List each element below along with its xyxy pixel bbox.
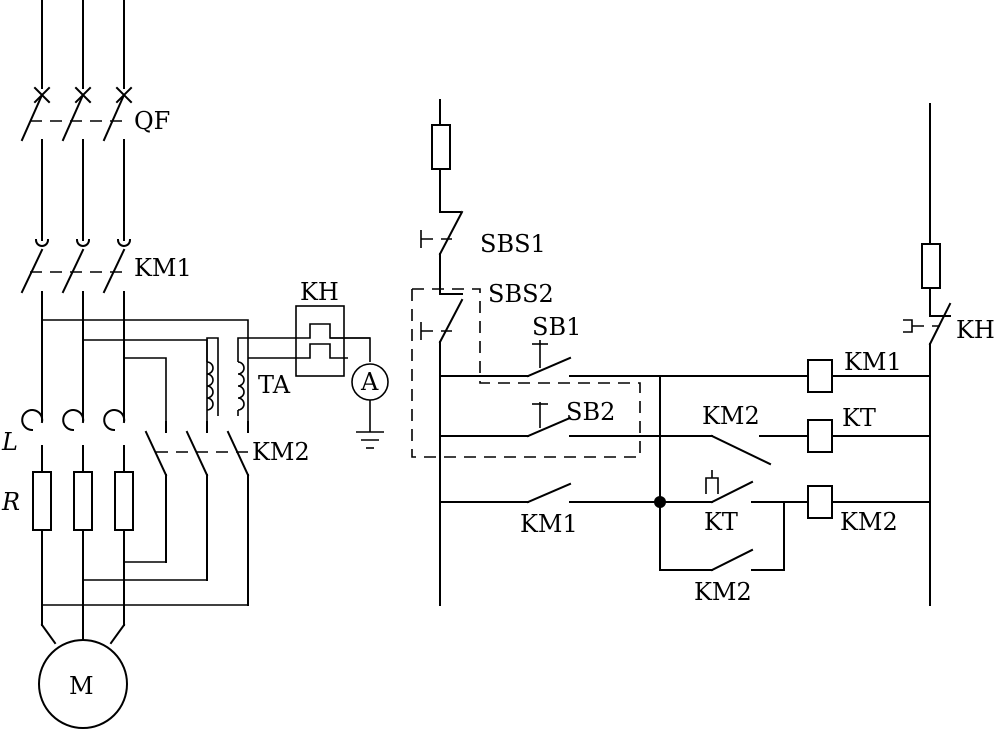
coil-km2-label: KM2 <box>840 508 898 536</box>
right-rail <box>903 103 952 606</box>
km2-main-label: KM2 <box>252 438 310 466</box>
supply-lines <box>41 0 125 89</box>
rung-3 <box>439 375 931 572</box>
start-button-sbs2 <box>411 288 641 458</box>
qf-label: QF <box>134 107 170 135</box>
coil-kt-label: KT <box>842 404 876 432</box>
km1-hold-label: KM1 <box>520 510 578 538</box>
breaker-qf <box>20 86 133 241</box>
km2-hold-label: KM2 <box>694 578 752 606</box>
current-transformer-ta <box>206 337 248 416</box>
inductor-label: L <box>1 428 18 456</box>
resistors-r <box>32 471 134 626</box>
inductors-l <box>21 409 126 473</box>
junction-dot <box>654 496 666 508</box>
ammeter <box>330 337 389 449</box>
km2-nc-label: KM2 <box>702 402 760 430</box>
ammeter-label: A <box>360 368 379 396</box>
bypass-wiring <box>42 319 249 606</box>
km2-bypass-contacts <box>144 421 252 606</box>
sb1-label: SB1 <box>532 313 581 341</box>
kh-relay-label: KH <box>300 278 339 306</box>
thermal-relay-kh <box>248 305 370 377</box>
coil-km1-label: KM1 <box>844 348 902 376</box>
resistor-label: R <box>1 488 20 516</box>
km1-main-label: KM1 <box>134 254 192 282</box>
sbs1-label: SBS1 <box>480 230 546 258</box>
rung-2 <box>439 402 931 466</box>
kh-contact-label: KH <box>956 316 995 344</box>
motor <box>38 623 128 729</box>
ta-label: TA <box>258 371 291 399</box>
km1-main-contacts <box>20 238 132 421</box>
power-circuit: QF KM1 L <box>1 0 389 729</box>
rung-1 <box>439 340 931 393</box>
control-circuit: SBS1 SBS2 SB1 KM1 <box>411 99 995 606</box>
stop-button-sbs1 <box>420 210 464 256</box>
sbs2-label: SBS2 <box>488 280 554 308</box>
left-rail <box>431 99 451 606</box>
kt-contact-label: KT <box>704 508 738 536</box>
sb2-label: SB2 <box>566 398 615 426</box>
motor-label: M <box>69 672 94 700</box>
